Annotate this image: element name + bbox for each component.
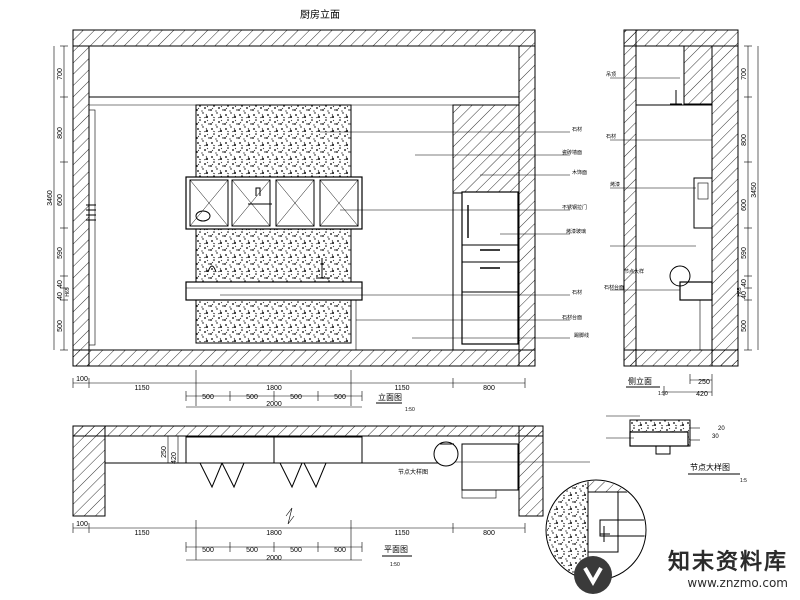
callouts-a: 石材 瓷砖墙面 木饰面 不锈钢拉门 烤漆玻璃 石材 石材台面 踢脚线 (562, 126, 589, 339)
dim-total: 3450 (751, 182, 758, 198)
dim-label: 420 (696, 391, 708, 398)
dim-label: 1150 (134, 385, 149, 392)
wall-top (72, 29, 536, 47)
dim-label: 40 (57, 280, 64, 288)
dim-total: 2000 (266, 401, 282, 408)
callout-label: 石材 (606, 133, 616, 140)
dim-total: 3460 (47, 190, 54, 206)
watermark-logo-icon (574, 556, 612, 594)
dim-label: 500 (202, 394, 214, 401)
dim-label: 800 (483, 385, 495, 392)
dim-label: 250 (698, 379, 710, 386)
scale-a: 1:50 (405, 407, 415, 413)
dim-label: 100 (76, 521, 88, 528)
callout-label: 石材 (572, 126, 582, 133)
dim-label: 40 (741, 279, 748, 287)
height-dimensions-a (53, 45, 68, 351)
dim-label: 500 (290, 547, 302, 554)
dim-label: 590 (741, 247, 748, 259)
wall-right (518, 45, 536, 367)
detail-ref-plan: 节点大样图 (398, 468, 428, 476)
dim-label: 30 (712, 434, 719, 440)
dim-label: 1150 (134, 530, 149, 537)
dim-label: 500 (246, 547, 258, 554)
dim-label: 800 (57, 127, 64, 139)
dim-label: 1800 (266, 385, 282, 392)
callout-label: 瓷砖墙面 (562, 149, 582, 156)
detail-circle-b (669, 265, 691, 287)
dim-label: 800 (741, 134, 748, 146)
refrigerator (461, 191, 519, 345)
dim-label: 40 (741, 291, 748, 299)
dim-label: 590 (57, 247, 64, 259)
dim-label: 20 (718, 426, 725, 432)
dim-label: 500 (290, 394, 302, 401)
dim-label: 1150 (394, 385, 409, 392)
h-marker: H65 (737, 287, 743, 296)
view-title-a: 立面图 (378, 392, 402, 402)
detail-ref-b: 节点大样 (624, 268, 644, 275)
dim-total: 2000 (266, 555, 282, 562)
dim-label: 500 (202, 547, 214, 554)
detail-circle-plan (433, 441, 459, 467)
counter-top (185, 281, 363, 301)
watermark-title: 知末资料库 (667, 550, 788, 575)
callout-label: 不锈钢拉门 (562, 204, 587, 211)
scale-detail: 1:5 (740, 478, 747, 484)
callout-label: 石材 (572, 289, 582, 296)
dim-label: 250 (161, 446, 168, 458)
detail-view: 30 20 节点大样图 1:5 (545, 415, 747, 581)
dim-label: 500 (334, 394, 346, 401)
leader-lines-a (220, 131, 570, 339)
view-title-plan: 平面图 (384, 545, 408, 554)
top-title: 厨房立面 (300, 8, 340, 21)
callout-label: 石材台面 (562, 314, 582, 321)
plan-refrigerator (461, 443, 519, 491)
dim-label: 100 (76, 376, 88, 383)
wall-cabinets (185, 176, 363, 230)
side-counter (679, 281, 713, 301)
dim-label: 500 (741, 320, 748, 332)
dim-label: 1800 (266, 530, 282, 537)
scale-plan: 1:50 (390, 562, 400, 568)
callout-label: 烤漆玻璃 (566, 228, 586, 235)
dim-label: 600 (741, 199, 748, 211)
plan-view: 节点大样图 250 420 100 1150 1800 1150 800 500… (72, 425, 590, 568)
dim-label: 420 (171, 452, 178, 464)
dim-label: 500 (57, 320, 64, 332)
h-marker: H65 (65, 287, 71, 296)
callout-label: 踢脚线 (574, 332, 589, 339)
callout-label: 木饰面 (572, 169, 587, 176)
callout-label: 烤漆 (610, 181, 620, 188)
elevation-b: 吊顶 石材 烤漆 石材台面 节点大样 700 800 600 590 40 40… (604, 29, 759, 398)
dim-label: 1150 (394, 530, 409, 537)
wall-bottom (72, 349, 536, 367)
view-title-b: 侧立面 (628, 376, 652, 386)
watermark-url: www.znzmo.com (687, 576, 788, 590)
wall-left (72, 45, 90, 367)
elevation-a: 厨房立面 (47, 8, 589, 413)
width-dimensions-a (72, 370, 526, 408)
view-title-detail: 节点大样图 (690, 462, 730, 472)
callout-label: 石材台面 (604, 284, 624, 291)
dim-label: 700 (57, 68, 64, 80)
dim-label: 40 (57, 292, 64, 300)
dim-label: 600 (57, 194, 64, 206)
dim-label: 700 (741, 68, 748, 80)
diagonal-panel (452, 104, 520, 194)
watermark: 知末资料库 www.znzmo.com (668, 544, 788, 590)
scale-b: 1:50 (658, 391, 668, 397)
dim-label: 500 (246, 394, 258, 401)
dim-label: 800 (483, 530, 495, 537)
callout-label: 吊顶 (606, 72, 616, 78)
dim-label: 500 (334, 547, 346, 554)
side-upper-cabinet (693, 177, 713, 229)
